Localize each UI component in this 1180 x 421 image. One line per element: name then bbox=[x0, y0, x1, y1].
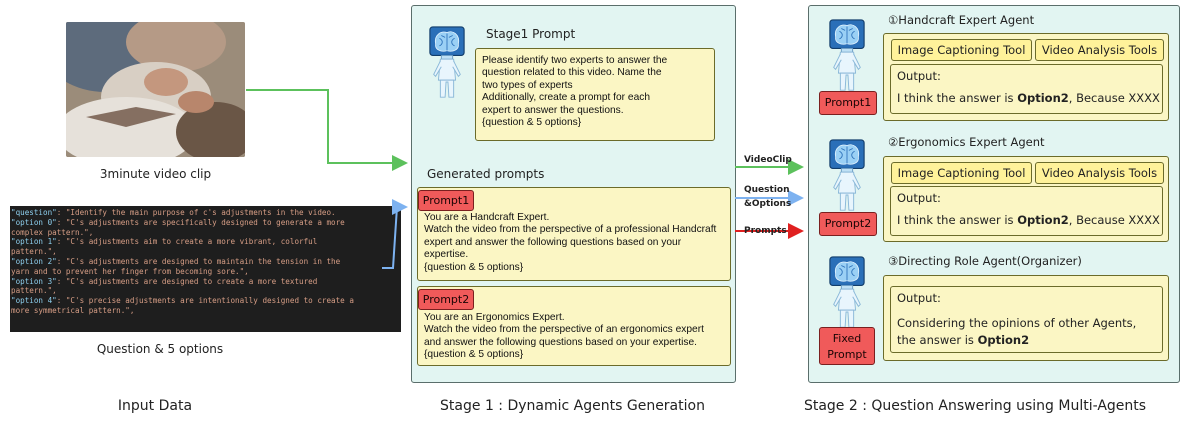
agent2-answer-bold: Option2 bbox=[1017, 213, 1069, 227]
prompts-arrow-label: Prompts bbox=[744, 226, 787, 236]
agent3-title: ③Directing Role Agent(Organizer) bbox=[888, 254, 1082, 268]
robot-brain-icon bbox=[828, 138, 866, 214]
agent3-tag-line1: Fixed bbox=[832, 332, 862, 345]
code-key: "option 4" bbox=[11, 296, 57, 306]
code-key: "option 1" bbox=[11, 237, 57, 247]
code-line: "option 1": "C's adjustments aim to crea… bbox=[11, 237, 401, 247]
question-arrow-label-1: Question bbox=[744, 185, 790, 195]
agent1-answer-pre: I think the answer is bbox=[897, 91, 1018, 105]
code-text: pattern.", bbox=[11, 286, 57, 296]
agent2-prompt-tag: Prompt2 bbox=[819, 212, 877, 236]
code-text: : "Identify the main purpose of c's adju… bbox=[56, 208, 336, 217]
agent2-answer-pre: I think the answer is bbox=[897, 213, 1018, 227]
agent2-output-box: Output: I think the answer is Option2, B… bbox=[890, 186, 1163, 236]
code-text: : "C's precise adjustments are intention… bbox=[56, 296, 354, 306]
prompt2-tag: Prompt2 bbox=[418, 289, 474, 310]
agent1-output-label: Output: bbox=[897, 69, 941, 83]
agent1-output-box: Output: I think the answer is Option2, B… bbox=[890, 64, 1163, 114]
stage1-prompt-box: Please identify two experts to answer th… bbox=[475, 48, 715, 141]
prompt1-line: expertise. bbox=[424, 249, 469, 261]
code-line: "option 4": "C's precise adjustments are… bbox=[11, 296, 401, 306]
video-frame-illustration bbox=[66, 22, 245, 157]
code-key: "option 3" bbox=[11, 276, 57, 286]
code-text: : "C's adjustments are designed to creat… bbox=[56, 276, 318, 286]
agent2-output-label: Output: bbox=[897, 191, 941, 205]
question-options-code: "question": "Identify the main purpose o… bbox=[10, 206, 401, 332]
video-caption: 3minute video clip bbox=[99, 167, 212, 181]
agent3-output-label: Output: bbox=[897, 291, 941, 305]
code-line: yarn and to prevent her finger from beco… bbox=[11, 267, 401, 277]
agent1-answer: I think the answer is Option2, Because X… bbox=[897, 90, 1162, 106]
prompt1-line: Watch the video from the perspective of … bbox=[424, 224, 717, 236]
code-text: more symmetrical pattern.", bbox=[11, 305, 135, 315]
prompt1-tag: Prompt1 bbox=[418, 190, 474, 211]
image-captioning-tool-button: Image Captioning Tool bbox=[891, 162, 1032, 184]
video-thumbnail bbox=[66, 22, 245, 157]
question-to-stage1-arrow bbox=[382, 199, 408, 269]
agent1-answer-bold: Option2 bbox=[1017, 91, 1069, 105]
stage1-prompt-title: Stage1 Prompt bbox=[486, 27, 576, 41]
question-arrow-label-2: &Options bbox=[744, 199, 792, 209]
code-line: pattern.", bbox=[11, 286, 401, 296]
code-text: : "C's adjustments are designed to maint… bbox=[56, 256, 341, 266]
video-analysis-tools-button: Video Analysis Tools bbox=[1035, 39, 1164, 61]
prompt1-line: expert and answer the following question… bbox=[424, 236, 682, 248]
agent1-title: ①Handcraft Expert Agent bbox=[888, 13, 1035, 27]
question-caption: Question & 5 options bbox=[96, 342, 224, 356]
agent2-answer-post: , Because XXXX bbox=[1068, 213, 1160, 227]
code-line: complex pattern.", bbox=[11, 228, 401, 238]
generated-prompts-label: Generated prompts bbox=[427, 167, 545, 181]
stage1-prompt-line: Additionally, create a prompt for each bbox=[482, 92, 650, 104]
agent1-prompt-tag: Prompt1 bbox=[819, 91, 877, 115]
stage1-prompt-line: expert to answer the questions. bbox=[482, 104, 624, 116]
code-line: more symmetrical pattern.", bbox=[11, 306, 401, 316]
input-data-title: Input Data bbox=[117, 398, 193, 414]
robot-brain-icon bbox=[828, 18, 866, 94]
code-line: pattern.", bbox=[11, 247, 401, 257]
code-line: "option 2": "C's adjustments are designe… bbox=[11, 257, 401, 267]
stage1-prompt-line: two types of experts bbox=[482, 79, 573, 91]
stage1-title: Stage 1 : Dynamic Agents Generation bbox=[440, 398, 705, 414]
prompt1-line: {question & 5 options} bbox=[424, 261, 524, 273]
agent3-line2: the answer is Option2 bbox=[897, 332, 1162, 349]
code-text: complex pattern.", bbox=[11, 227, 94, 237]
stage1-prompt-line: {question & 5 options} bbox=[482, 117, 582, 129]
video-to-stage1-arrow bbox=[246, 89, 408, 171]
code-line: "question": "Identify the main purpose o… bbox=[11, 208, 401, 218]
agent3-line2-pre: the answer is bbox=[897, 333, 978, 347]
agent1-answer-post: , Because XXXX bbox=[1068, 91, 1160, 105]
code-key: "option 2" bbox=[11, 256, 57, 266]
prompt2-line: and answer the following questions based… bbox=[424, 336, 697, 348]
agent3-fixed-prompt-tag: Fixed Prompt bbox=[819, 327, 875, 365]
agent2-title: ②Ergonomics Expert Agent bbox=[888, 135, 1045, 149]
videoclip-arrow-label: VideoClip bbox=[744, 155, 792, 165]
stage2-title: Stage 2 : Question Answering using Multi… bbox=[803, 398, 1147, 414]
code-line: "option 0": "C's adjustments are specifi… bbox=[11, 218, 401, 228]
image-captioning-tool-button: Image Captioning Tool bbox=[891, 39, 1032, 61]
code-text: pattern.", bbox=[11, 247, 57, 257]
robot-brain-icon bbox=[828, 255, 866, 331]
prompt2-line: You are an Ergonomics Expert. bbox=[424, 312, 565, 323]
prompt2-line: Watch the video from the perspective of … bbox=[424, 324, 704, 336]
agent3-line1: Considering the opinions of other Agents… bbox=[897, 316, 1137, 330]
code-line: "option 3": "C's adjustments are designe… bbox=[11, 277, 401, 287]
prompt1-box: You are a Handcraft Expert. Watch the vi… bbox=[417, 187, 731, 281]
prompt1-line: You are a Handcraft Expert. bbox=[424, 212, 550, 223]
code-text: : "C's adjustments aim to create a more … bbox=[56, 237, 318, 247]
stage1-prompt-line: Please identify two experts to answer th… bbox=[482, 55, 668, 66]
code-text: : "C's adjustments are specifically desi… bbox=[56, 217, 345, 227]
agent2-answer: I think the answer is Option2, Because X… bbox=[897, 212, 1162, 228]
code-key: "question" bbox=[11, 208, 57, 217]
code-text: yarn and to prevent her finger from beco… bbox=[11, 266, 249, 276]
prompt2-line: {question & 5 options} bbox=[424, 349, 524, 361]
code-key: "option 0" bbox=[11, 217, 57, 227]
agent3-tag-line2: Prompt bbox=[827, 348, 867, 361]
stage1-prompt-line: question related to this video. Name the bbox=[482, 67, 662, 79]
agent3-output-box: Output: Considering the opinions of othe… bbox=[890, 286, 1163, 353]
agent3-line2-bold: Option2 bbox=[977, 333, 1030, 347]
video-analysis-tools-button: Video Analysis Tools bbox=[1035, 162, 1164, 184]
